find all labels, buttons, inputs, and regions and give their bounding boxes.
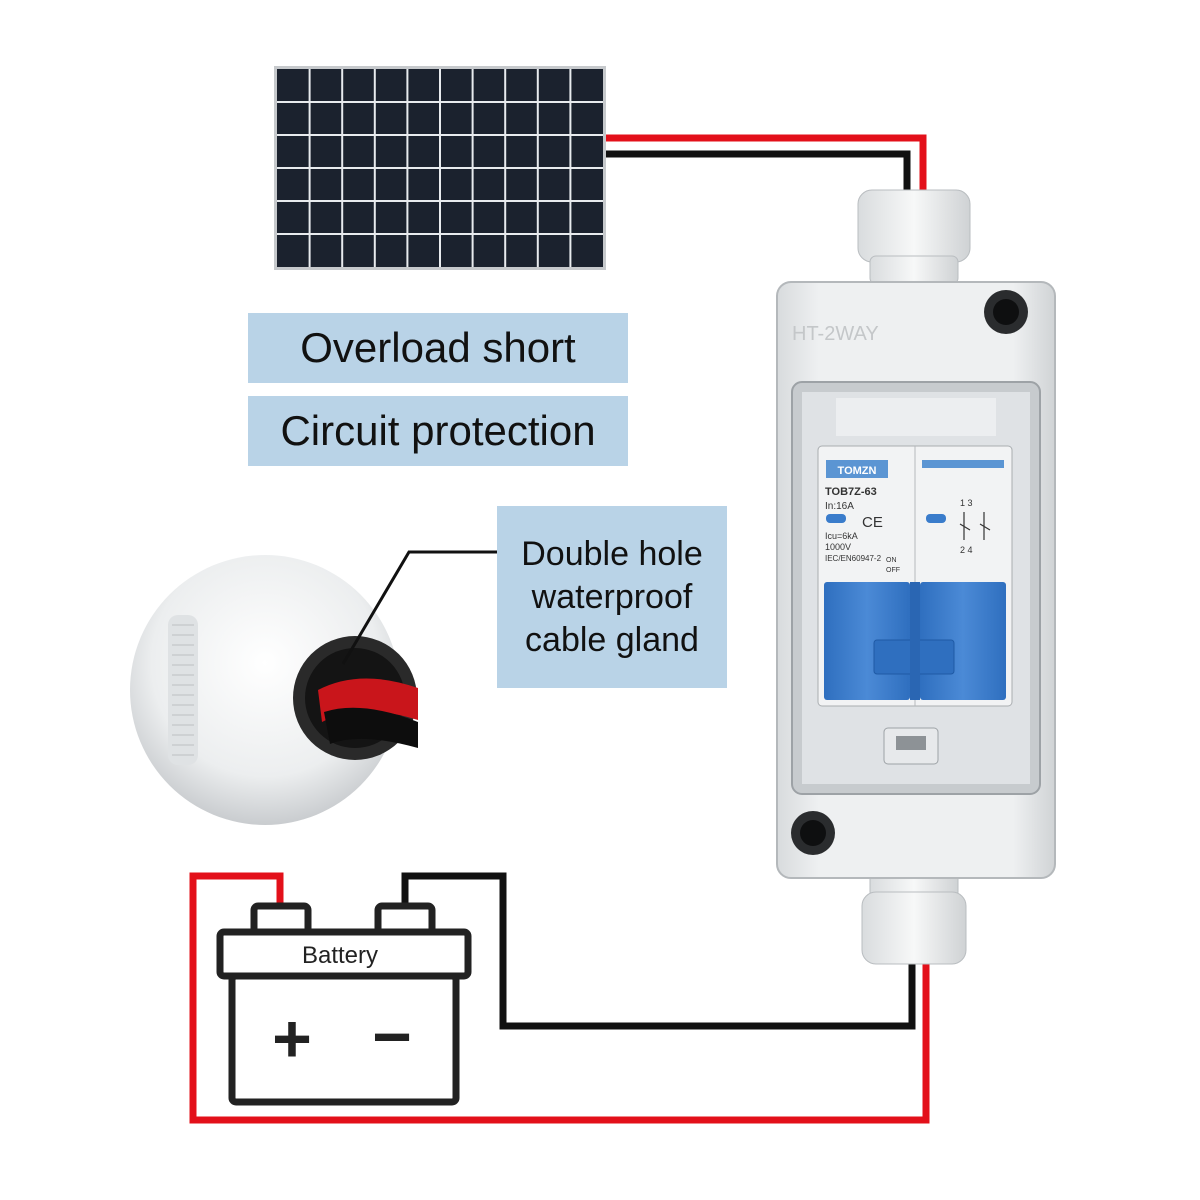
enclosure-mark: HT-2WAY (792, 323, 879, 345)
overload-text: Overload short (300, 324, 576, 371)
gland-text-line1: Double hole (521, 534, 703, 573)
overload-label: Overload short (248, 313, 628, 383)
breaker-on-label: ON (886, 557, 897, 564)
terminal-top-numbers: 1 3 (960, 498, 973, 508)
gland-leader-line (341, 550, 497, 665)
bottom-cable-gland (861, 869, 967, 965)
battery-plus: + (272, 1001, 312, 1077)
ce-mark: CE (862, 514, 883, 531)
cable-gland-label: Double hole waterproof cable gland (497, 506, 727, 688)
positive-wire-top (604, 134, 927, 195)
breaker-brand: TOMZN (838, 465, 877, 477)
gland-text-line2: waterproof (531, 577, 693, 616)
breaker-off-label: OFF (886, 567, 900, 574)
breaker-rating: In:16A (825, 501, 854, 512)
negative-wire-bottom (401, 872, 916, 1030)
battery: Battery + − (216, 902, 472, 1106)
breaker-toggle[interactable] (824, 582, 1006, 700)
cable-gland-closeup (130, 555, 418, 825)
breaker-model: TOB7Z-63 (825, 486, 877, 498)
battery-label: Battery (302, 942, 378, 969)
circuit-text: Circuit protection (280, 407, 596, 454)
solar-panel (274, 66, 606, 270)
circuit-protection-label: Circuit protection (248, 396, 628, 466)
gland-text-line3: cable gland (525, 620, 699, 659)
top-cable-gland (857, 189, 971, 285)
breaker-icu: Icu=6kA (825, 531, 858, 541)
wires (189, 134, 930, 1124)
breaker-enclosure: HT-2WAY TOMZN TOB7Z-63 In:16A CE Icu=6kA… (776, 189, 1056, 965)
positive-wire-bottom (189, 872, 930, 1124)
negative-wire-top (604, 150, 911, 195)
terminal-bottom-numbers: 2 4 (960, 545, 973, 555)
battery-minus: − (372, 999, 412, 1075)
breaker-voltage: 1000V (825, 542, 851, 552)
breaker-standard: IEC/EN60947-2 (825, 554, 882, 563)
